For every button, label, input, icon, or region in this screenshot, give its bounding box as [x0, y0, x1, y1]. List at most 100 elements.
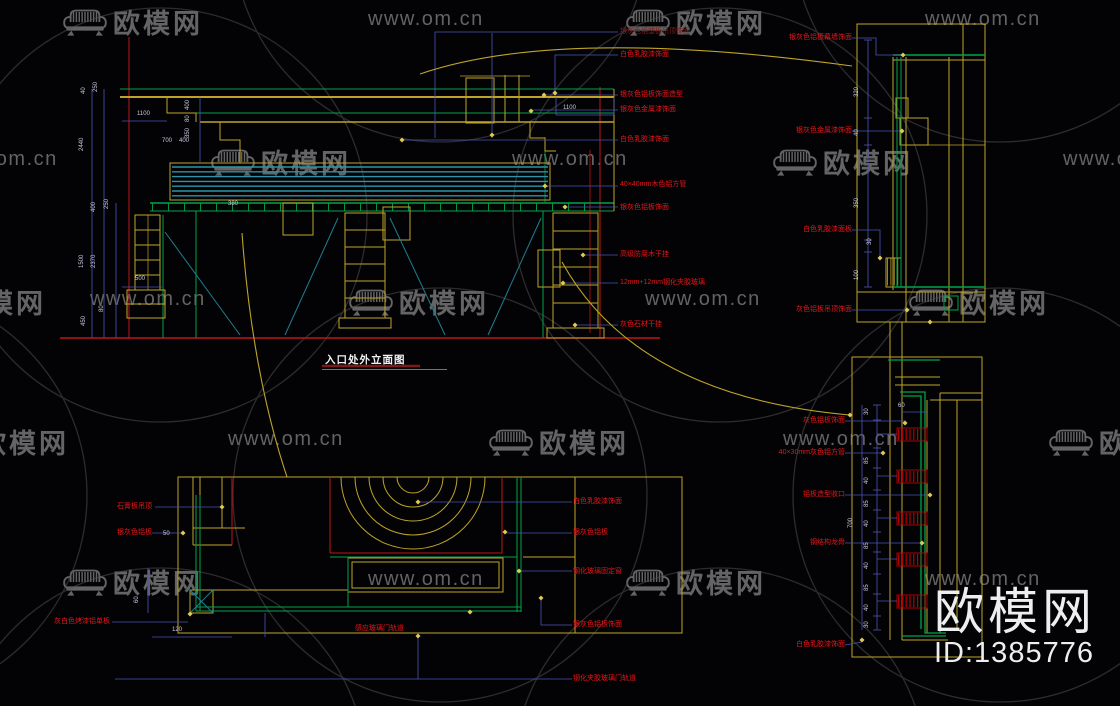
- detail-bottom-right-yellow: [851, 356, 983, 658]
- watermark-url: www.om.cn: [90, 288, 206, 310]
- watermark-site-text: 欧模网: [1099, 429, 1120, 459]
- material-label: 钢化玻璃固定窗: [573, 568, 622, 575]
- material-label: 灰白色烤漆铝单板: [54, 618, 110, 625]
- dimension-text: 1100: [563, 105, 576, 111]
- dimension-text: 30: [864, 621, 870, 628]
- material-label: 银灰色铝板: [117, 529, 152, 536]
- dimension-text: 60: [134, 596, 140, 603]
- material-label: 银灰色金属漆饰面: [620, 106, 676, 113]
- material-label: 12mm+12mm钢化夹胶玻璃: [620, 279, 705, 286]
- material-label: 白色乳胶漆饰面: [573, 498, 622, 505]
- dimension-text: 85: [864, 500, 870, 507]
- main-elevation-red-lines: [60, 37, 660, 339]
- dimension-text: 400: [179, 138, 190, 144]
- material-label: 银灰色铝板幕墙饰面: [789, 34, 852, 41]
- watermark-url: www.om.cn: [368, 568, 484, 590]
- dimension-text: 40: [864, 520, 870, 527]
- material-label: 钢化夹胶玻璃门轨道: [573, 675, 636, 682]
- detail-top-right-green: [893, 54, 985, 311]
- sofa-icon: [773, 149, 817, 176]
- detail-connector-curves: [241, 47, 853, 478]
- watermark-url: www.om.cn: [228, 428, 344, 450]
- material-label: 灰色石材干挂: [620, 321, 662, 328]
- dimension-text: 30: [867, 238, 873, 245]
- watermark-url: www.om.cn: [1063, 148, 1120, 170]
- material-label: 灰色铝板吊顶饰面: [796, 306, 852, 313]
- watermark-site-text: 欧模网: [823, 149, 913, 179]
- material-label: 感应玻璃门轨道: [355, 625, 404, 632]
- dimension-text: 30: [864, 408, 870, 415]
- dimension-text: 400: [185, 99, 191, 110]
- watermark-url: www.om.cn: [0, 148, 58, 170]
- brand-badge: 欧模网 ID:1385776: [934, 586, 1096, 670]
- material-label: 白色乳胶漆饰面: [620, 51, 669, 58]
- main-elevation-teal-braces: [164, 217, 542, 336]
- material-label: 银灰色铝板: [573, 529, 608, 536]
- sofa-icon: [63, 9, 107, 36]
- material-label: 灰色铝板饰面: [803, 417, 845, 424]
- detail-bottom-left-red: [231, 477, 503, 554]
- main-elevation-markers: [399, 90, 586, 328]
- watermark-logo: 欧模网: [62, 2, 203, 41]
- material-label: 铝板造型收口: [803, 491, 845, 498]
- dimension-text: 40: [854, 129, 860, 136]
- material-label: 40×40mm木色铝方管: [620, 181, 687, 188]
- dimension-text: 700: [162, 138, 173, 144]
- watermark-site-text: 欧模网: [113, 9, 203, 39]
- dimension-text: 400: [91, 201, 97, 212]
- dimension-text: 40: [864, 604, 870, 611]
- dimension-text: 80: [185, 115, 191, 122]
- detail-top-right-dims: [852, 37, 907, 311]
- dimension-text: 40: [864, 562, 870, 569]
- watermark-logo: 欧模网: [908, 282, 1049, 321]
- watermark-site-text: 欧模网: [0, 289, 46, 319]
- detail-bottom-right-dims: [844, 404, 930, 646]
- watermark-site-text: 欧模网: [959, 289, 1049, 319]
- dimension-text: 380: [228, 201, 239, 207]
- dimension-text: 350: [185, 127, 191, 138]
- watermark-logo: 欧模网: [0, 282, 46, 321]
- material-label: 银灰色铝塑板吊顶饰面: [620, 28, 690, 35]
- watermark-logo: 欧模网: [488, 422, 629, 461]
- watermark-logo: 欧模网: [348, 282, 489, 321]
- material-label: 银灰色铝板饰面造型: [620, 91, 683, 98]
- material-label: 钢结构龙骨: [810, 539, 845, 546]
- watermark-url: www.om.cn: [645, 288, 761, 310]
- dimension-text: 85: [864, 584, 870, 591]
- sofa-icon: [489, 429, 533, 456]
- material-label: 银灰色金属漆饰面: [796, 127, 852, 134]
- main-elevation-louvers: [172, 166, 548, 197]
- brand-site-name: 欧模网: [934, 584, 1096, 640]
- dimension-text: 700: [848, 517, 854, 528]
- sofa-icon: [626, 569, 670, 596]
- detail-top-right-yellow: [856, 23, 986, 357]
- material-label: 白色乳胶漆面板: [803, 226, 852, 233]
- watermark-logo: 欧模网: [1048, 422, 1120, 461]
- watermark-site-text: 欧模网: [113, 569, 203, 599]
- watermark-logo: 欧模网: [62, 562, 203, 601]
- dimension-text: 85: [864, 542, 870, 549]
- detail-bottom-left-dims: [112, 501, 572, 680]
- watermark-url: www.om.cn: [783, 428, 899, 450]
- main-elevation-green-lines: [120, 88, 614, 338]
- dimension-text: 500: [135, 276, 146, 282]
- dimension-text: 2370: [91, 254, 97, 268]
- sofa-icon: [1049, 429, 1093, 456]
- watermark-site-text: 欧模网: [0, 429, 69, 459]
- dimension-text: 320: [854, 86, 860, 97]
- dimension-text: 60: [898, 403, 905, 409]
- watermark-logo: 欧模网: [772, 142, 913, 181]
- sofa-icon: [63, 569, 107, 596]
- dimension-text: 1500: [79, 254, 85, 268]
- watermark-url: www.om.cn: [512, 148, 628, 170]
- dimension-text: 40: [864, 477, 870, 484]
- watermark-site-text: 欧模网: [261, 149, 351, 179]
- dimension-text: 40: [81, 87, 87, 94]
- watermark-site-text: 欧模网: [399, 289, 489, 319]
- watermark-logo: 欧模网: [625, 562, 766, 601]
- material-label: 银灰色铝板饰面: [620, 204, 669, 211]
- title-underline: [322, 364, 447, 370]
- dimension-text: 450: [81, 315, 87, 326]
- material-label: 40×30mm灰色铝方管: [778, 449, 845, 456]
